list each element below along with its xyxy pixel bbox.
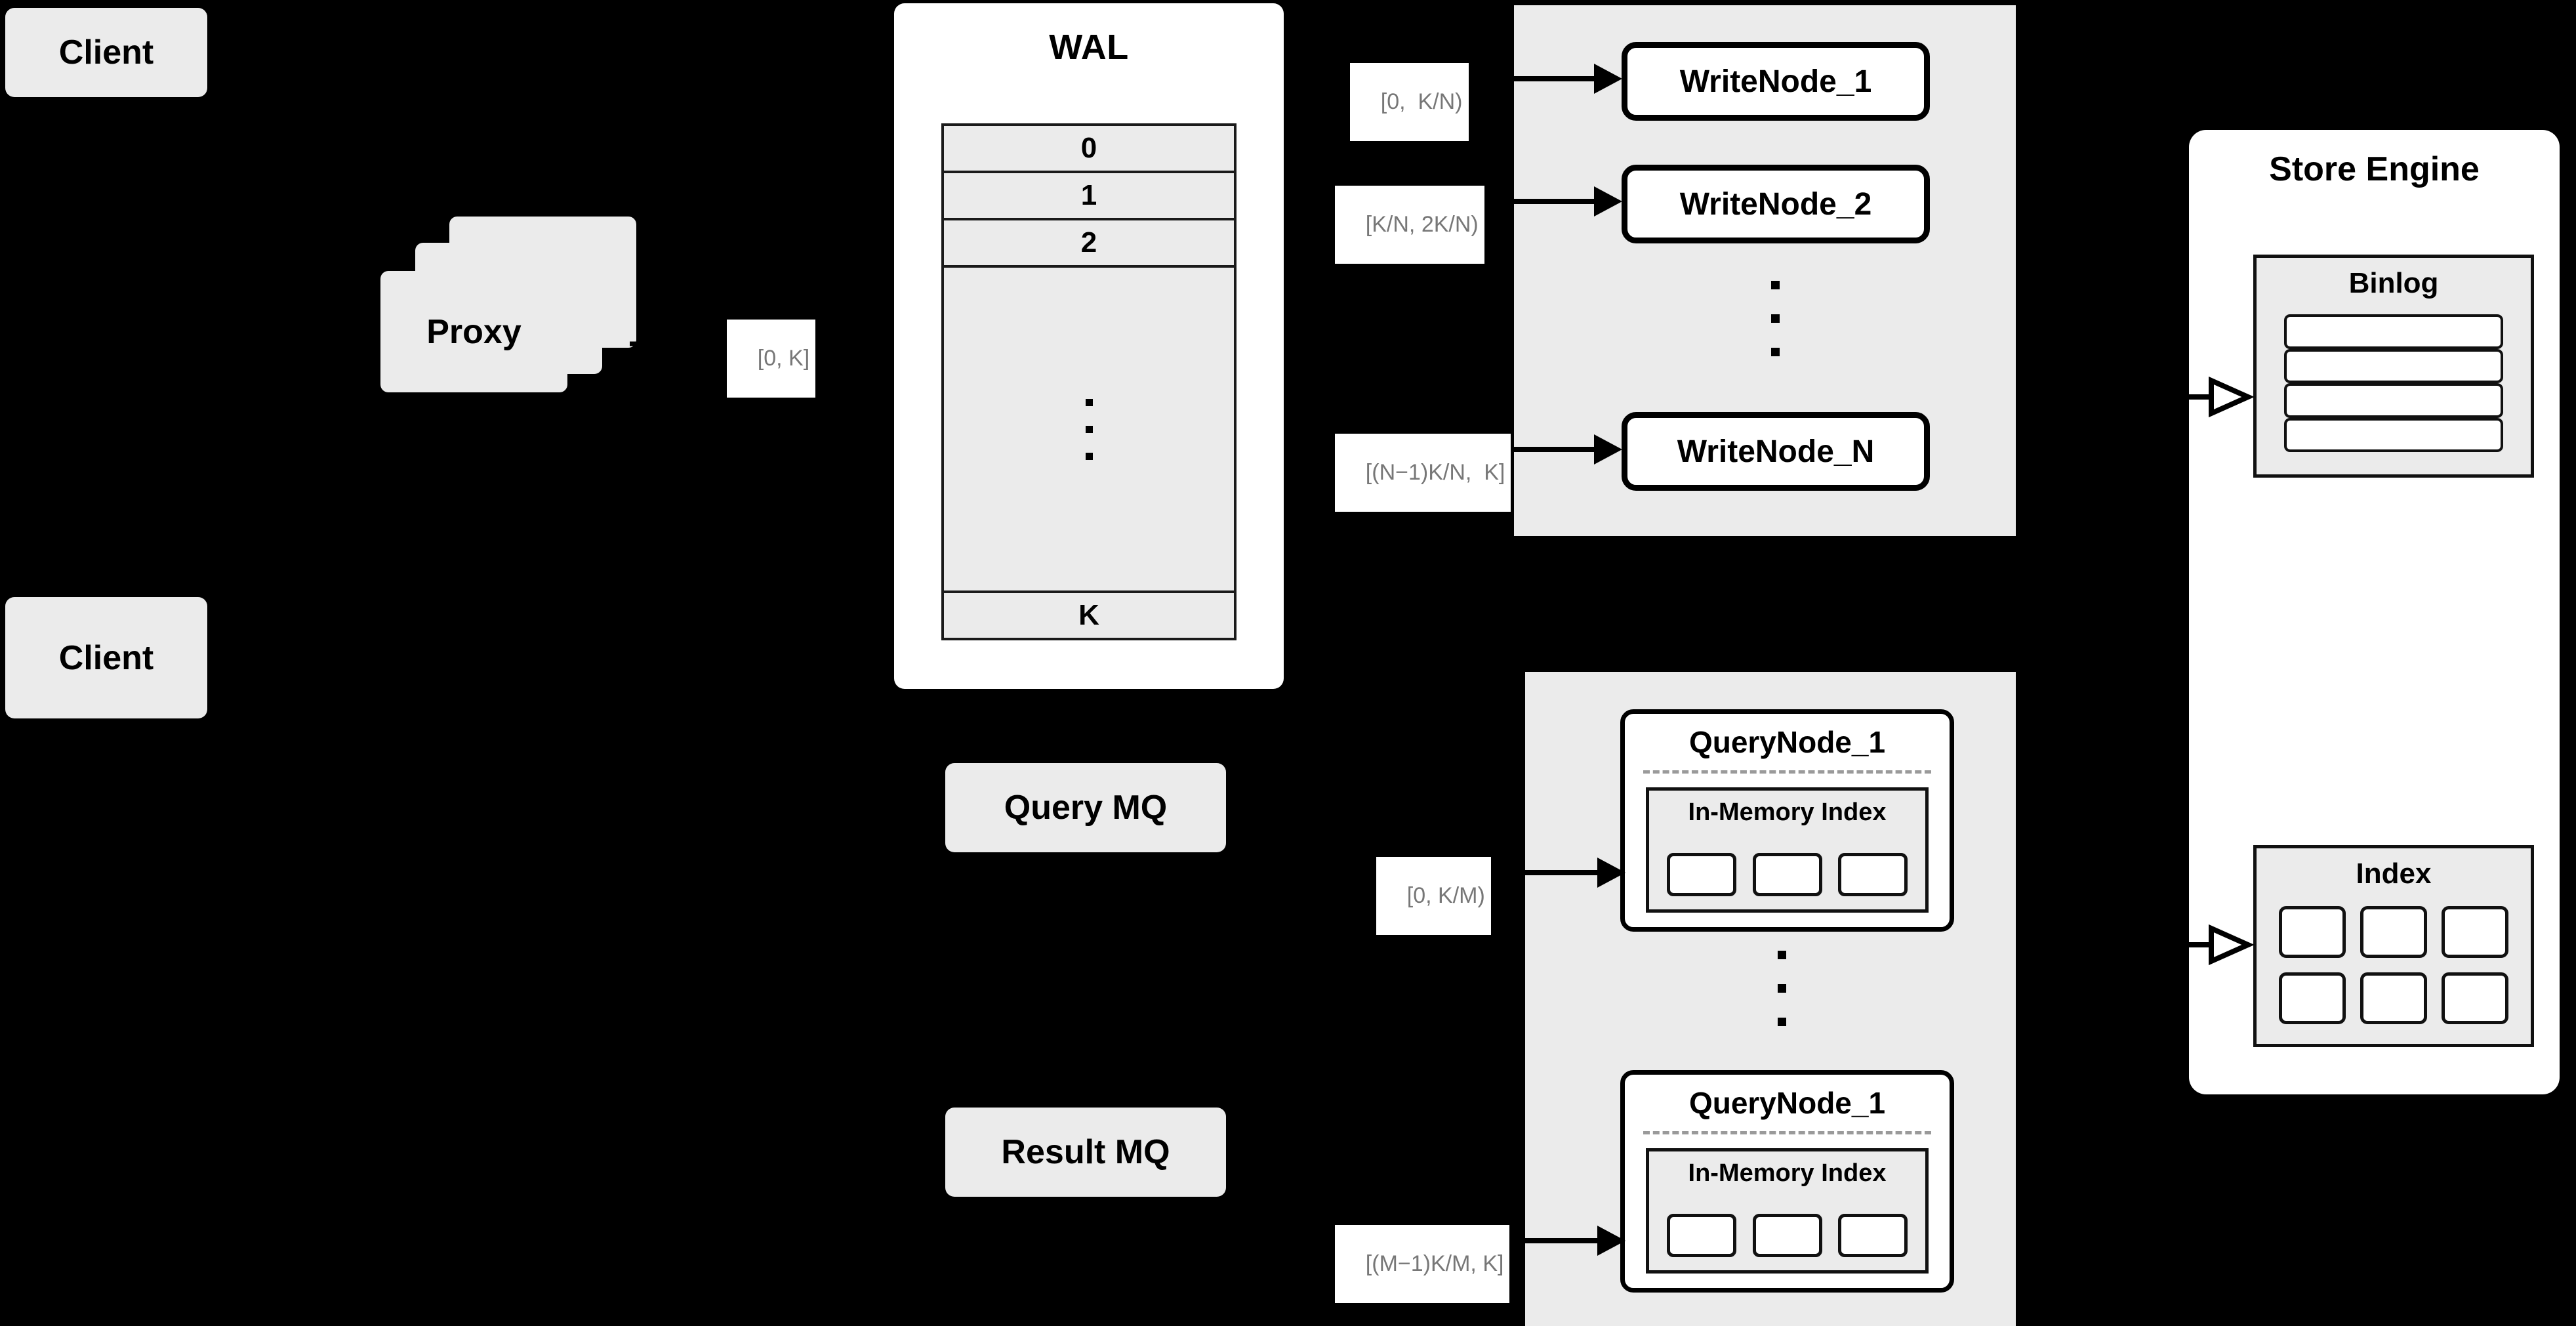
- in-memory-index-2-title: In-Memory Index: [1688, 1159, 1887, 1187]
- query-mq-node[interactable]: Query MQ: [945, 763, 1226, 852]
- in-memory-index-1-cells: [1662, 853, 1912, 896]
- write-node-n-label: WriteNode_N: [1677, 434, 1875, 469]
- wal-row-label: 0: [1080, 132, 1097, 164]
- wal-row[interactable]: 2: [944, 220, 1234, 268]
- query-node-m-title: QueryNode_1: [1688, 1086, 1886, 1120]
- wal-row[interactable]: K: [944, 593, 1234, 638]
- store-engine-title: Store Engine: [2269, 150, 2480, 188]
- client-node-2[interactable]: Client: [5, 597, 207, 718]
- index-cell[interactable]: [1752, 853, 1822, 896]
- write-node-2-label: WriteNode_2: [1679, 186, 1872, 222]
- wal-row-ellipsis: [944, 268, 1234, 593]
- query-node-1-title: QueryNode_1: [1688, 725, 1886, 759]
- result-mq-node[interactable]: Result MQ: [945, 1108, 1226, 1197]
- arrow-to-write-node-2: [1499, 186, 1622, 217]
- query-node-m-divider: [1643, 1131, 1931, 1134]
- index-cell[interactable]: [1838, 1214, 1908, 1257]
- write-node-1[interactable]: WriteNode_1: [1622, 42, 1930, 121]
- edge-label-proxy-to-wal: [0, K]: [727, 320, 816, 398]
- index-cell[interactable]: [2360, 906, 2427, 958]
- write-node-2[interactable]: WriteNode_2: [1622, 165, 1930, 243]
- edge-label-write-n: [(N−1)K/N, K]: [1335, 434, 1511, 512]
- wal-title: WAL: [1049, 28, 1129, 67]
- query-cluster-ellipsis-icon: [1778, 951, 1786, 1026]
- wal-row-label: 2: [1080, 226, 1097, 259]
- in-memory-index-2: In-Memory Index: [1646, 1148, 1929, 1274]
- arrow-to-write-node-n: [1499, 434, 1622, 465]
- query-node-cluster: QueryNode_1 In-Memory Index QueryNode_1 …: [1525, 672, 2016, 1326]
- write-node-1-label: WriteNode_1: [1679, 64, 1872, 99]
- query-node-1[interactable]: QueryNode_1 In-Memory Index: [1620, 709, 1954, 932]
- index-cell[interactable]: [1752, 1214, 1822, 1257]
- binlog-bar[interactable]: [2284, 348, 2503, 383]
- in-memory-index-1: In-Memory Index: [1646, 787, 1929, 913]
- index-cell[interactable]: [1838, 853, 1908, 896]
- proxy-to-wal-connector: [630, 341, 669, 346]
- index-cell[interactable]: [2279, 972, 2346, 1024]
- index-cell[interactable]: [2442, 972, 2508, 1024]
- result-mq-label: Result MQ: [1001, 1133, 1170, 1171]
- index-cells-grid: [2279, 906, 2508, 1024]
- arrow-to-binlog: [2175, 376, 2255, 418]
- wal-row[interactable]: 0: [944, 126, 1234, 173]
- write-cluster-ellipsis-icon: [1771, 281, 1780, 356]
- wal-panel[interactable]: WAL 0 1 2 K: [894, 3, 1284, 689]
- wal-row[interactable]: 1: [944, 173, 1234, 220]
- in-memory-index-2-cells: [1662, 1214, 1912, 1257]
- binlog-bar[interactable]: [2284, 314, 2503, 349]
- query-node-1-divider: [1643, 770, 1931, 774]
- arrow-to-index: [2175, 924, 2255, 966]
- wal-row-label: 1: [1080, 179, 1097, 211]
- client-node-2-label: Client: [58, 638, 154, 677]
- arrow-to-write-node-1: [1499, 64, 1622, 94]
- index-cell[interactable]: [2442, 906, 2508, 958]
- edge-label-query-m: [(M−1)K/M, K]: [1335, 1225, 1510, 1304]
- binlog-section[interactable]: Binlog: [2253, 255, 2534, 478]
- index-cell[interactable]: [2360, 972, 2427, 1024]
- client-node-1-label: Client: [58, 33, 154, 72]
- wal-entry-table: 0 1 2 K: [941, 123, 1237, 640]
- query-mq-label: Query MQ: [1004, 789, 1168, 827]
- binlog-entries: [2284, 314, 2503, 452]
- binlog-bar[interactable]: [2284, 383, 2503, 418]
- wal-row-label: K: [1078, 599, 1099, 631]
- binlog-bar[interactable]: [2284, 417, 2503, 452]
- arrow-to-query-node-m: [1502, 1226, 1625, 1256]
- edge-label-query-1: [0, K/M): [1376, 857, 1491, 936]
- index-cell[interactable]: [1666, 1214, 1736, 1257]
- proxy-stack[interactable]: Proxy: [380, 217, 663, 426]
- index-section[interactable]: Index: [2253, 845, 2534, 1047]
- index-cell[interactable]: [2279, 906, 2346, 958]
- in-memory-index-1-title: In-Memory Index: [1688, 798, 1887, 826]
- edge-label-write-1: [0, K/N): [1350, 63, 1469, 142]
- client-node-1[interactable]: Client: [5, 8, 207, 97]
- proxy-label: Proxy: [426, 312, 521, 351]
- arrow-to-query-node-1: [1502, 858, 1625, 888]
- proxy-card-front[interactable]: Proxy: [380, 271, 567, 392]
- binlog-title: Binlog: [2348, 267, 2439, 299]
- store-engine-panel[interactable]: Store Engine Binlog Index: [2189, 130, 2560, 1094]
- index-title: Index: [2356, 858, 2432, 890]
- edge-label-write-2: [K/N, 2K/N): [1335, 186, 1484, 264]
- vertical-ellipsis-icon: [1085, 398, 1093, 460]
- query-node-m[interactable]: QueryNode_1 In-Memory Index: [1620, 1070, 1954, 1293]
- index-cell[interactable]: [1666, 853, 1736, 896]
- write-node-n[interactable]: WriteNode_N: [1622, 412, 1930, 491]
- write-node-cluster: WriteNode_1 WriteNode_2 WriteNode_N: [1514, 5, 2016, 536]
